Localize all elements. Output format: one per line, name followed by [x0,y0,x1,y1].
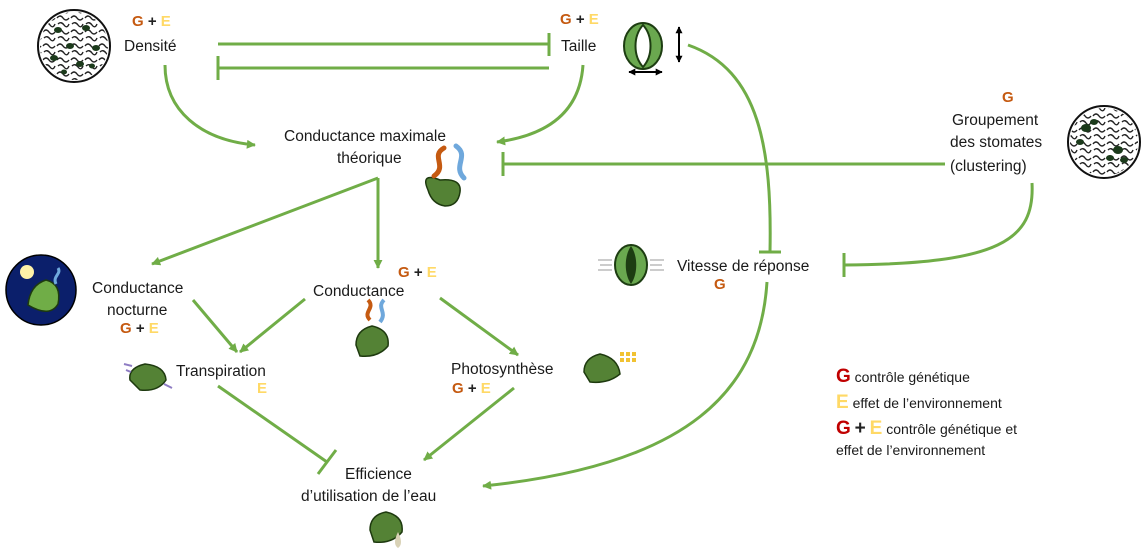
groupement-line3: (clustering) [950,158,1027,175]
conductance-plus: + [413,264,423,281]
conductance-ge: G + E [398,264,437,281]
stomata-cluster-icon [1067,105,1141,179]
nocturne-line2: nocturne [107,302,168,319]
conductance-e: E [426,264,437,281]
stomata-response-icon [598,244,664,286]
taille-plus: + [575,11,585,28]
arrow-taille-to-condmax [496,64,585,146]
water-vapor-leaf-icon [425,143,467,207]
vitesse-g: G [714,276,726,293]
legend-text-3b: effet de l’environnement [836,442,986,458]
densite-e: E [160,13,171,30]
condmax-line1: Conductance maximale [284,128,446,145]
legend-row-environment: E effet de l’environnement [836,390,1096,416]
legend: G contrôle génétique E effet de l’enviro… [836,364,1096,458]
transpiration-e: E [257,380,268,397]
transpiration-label: Transpiration [176,363,266,380]
legend-g-1: G [836,366,851,387]
nocturne-g: G [120,320,132,337]
legend-e-2: E [836,392,849,413]
groupement-line1: Groupement [952,112,1039,129]
nocturne-plus: + [135,320,145,337]
taille-e: E [588,11,599,28]
legend-text-3: contrôle génétique et [886,421,1018,437]
densite-ge: G + E [132,13,171,30]
arrow-vitesse-to-efficience [482,281,769,490]
taille-g: G [560,11,572,28]
efficience-line2: d’utilisation de l’eau [301,488,437,505]
conductance-leaf-icon [355,298,389,358]
arrow-conductance-to-photosynthese [439,296,519,357]
stomata-density-icon [37,9,111,83]
nocturne-line1: Conductance [92,280,184,297]
arrow-nocturne-to-transpiration [191,299,239,353]
photosynthese-ge: G + E [452,380,491,397]
efficience-line1: Efficience [345,466,412,483]
conductance-label: Conductance [313,283,405,300]
nocturne-e: E [148,320,159,337]
inhibit-bar-efficience [316,449,338,475]
taille-label: Taille [561,38,597,55]
nocturne-ge: G + E [120,320,159,337]
legend-plus-3: + [854,418,866,439]
arrow-densite-to-condmax [163,64,256,149]
night-leaf-icon [5,254,77,326]
inhibit-taille-to-densite [216,56,549,80]
groupement-line2: des stomates [950,134,1043,151]
condmax-line2: théorique [337,150,402,167]
photosynthesis-leaf-icon [583,352,636,384]
densite-label: Densité [124,38,177,55]
densite-plus: + [147,13,157,30]
inhibit-transpiration-to-efficience [217,384,328,464]
legend-text-2: effet de l’environnement [852,395,1002,411]
legend-g-3: G [836,418,851,439]
arrow-conductance-to-transpiration [239,297,306,354]
taille-ge: G + E [560,11,599,28]
densite-g: G [132,13,144,30]
legend-e-3: E [869,418,883,439]
vitesse-label: Vitesse de réponse [677,258,810,275]
inhibit-densite-to-taille [218,33,551,56]
conductance-g: G [398,264,410,281]
photosynthese-label: Photosynthèse [451,361,554,378]
arrow-photosynthese-to-efficience [423,386,515,462]
photosynthese-g: G [452,380,464,397]
inhibit-groupement-to-vitesse [843,182,1034,267]
legend-row-both: G + E contrôle génétique et [836,416,1096,442]
water-drop-leaf-icon [369,511,403,548]
inhibit-taille-to-vitesse [687,43,772,253]
legend-row-genetic: G contrôle génétique [836,364,1096,390]
legend-text-1: contrôle génétique [854,369,970,385]
transpiring-leaf-icon [123,363,173,392]
photosynthese-plus: + [467,380,477,397]
guard-cell-size-icon [623,22,683,76]
legend-row-both-2: effet de l’environnement [836,442,1096,458]
arrow-condmax-to-nocturne [151,176,379,266]
groupement-g: G [1002,89,1014,106]
photosynthese-e: E [480,380,491,397]
